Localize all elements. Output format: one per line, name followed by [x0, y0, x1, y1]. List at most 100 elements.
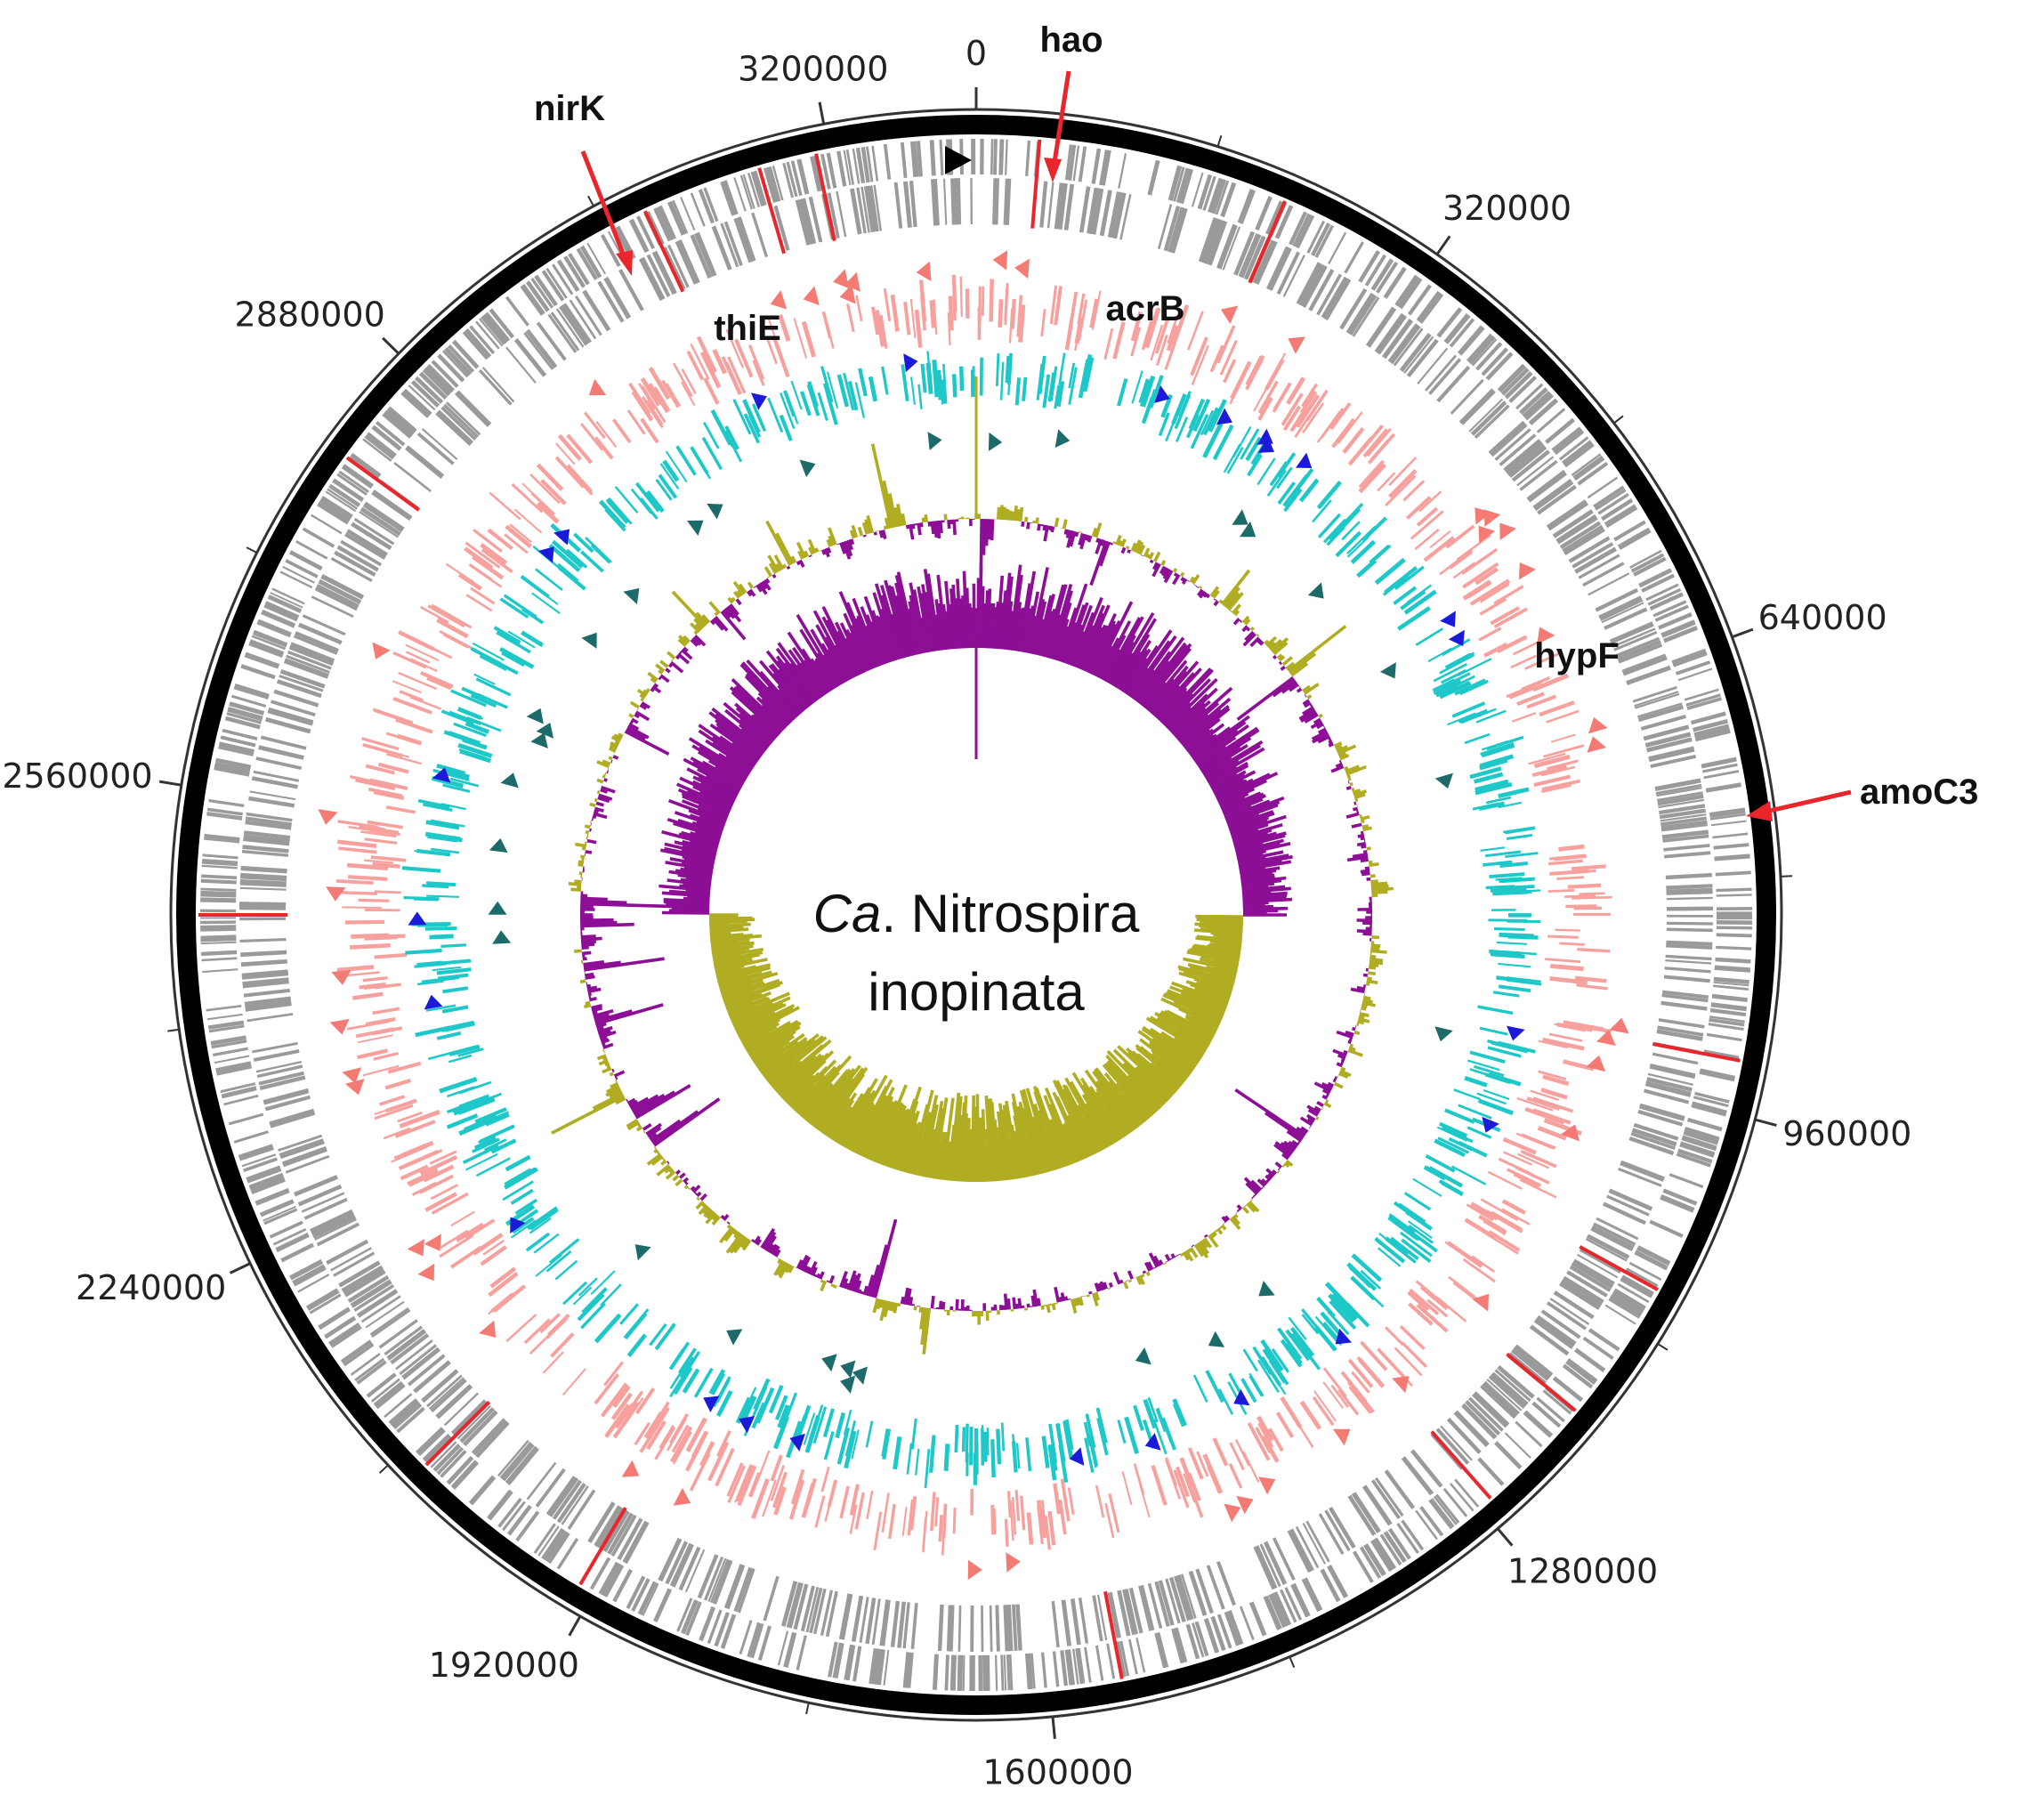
- gc-skew-bar: [776, 659, 813, 706]
- gc-skew-bar: [659, 884, 711, 893]
- reverse-feature-mark: [1499, 877, 1535, 883]
- reverse-feature-mark: [732, 399, 752, 435]
- gc-skew-bar: [669, 857, 715, 869]
- gc-skew-bar: [1135, 1065, 1171, 1101]
- forward-feature-mark: [595, 421, 618, 448]
- forward-feature-mark: [1512, 640, 1540, 656]
- forward-feature-mark: [690, 343, 710, 380]
- reverse-feature-mark: [1408, 1224, 1434, 1244]
- reverse-feature-mark: [822, 1408, 835, 1437]
- cds-mark: [369, 1306, 409, 1336]
- reverse-feature-mark: [1327, 520, 1351, 545]
- forward-feature-mark: [1526, 694, 1557, 709]
- cds-mark: [400, 391, 431, 418]
- gc-content-bar: [1345, 785, 1352, 791]
- forward-feature-mark: [1547, 934, 1579, 939]
- gc-skew-bar: [909, 582, 926, 654]
- forward-marker: [1258, 1476, 1276, 1495]
- cds-mark: [437, 409, 474, 444]
- cds-mark: [1353, 1492, 1381, 1533]
- gc-content-bar: [595, 801, 604, 807]
- reverse-feature-mark: [1492, 890, 1529, 896]
- gc-skew-bar: [1063, 602, 1089, 665]
- cds-mark: [1445, 315, 1471, 344]
- gc-skew-bar: [715, 965, 757, 978]
- cds-mark: [1347, 1494, 1377, 1536]
- gene-label-nirK: nirK: [534, 89, 605, 128]
- gc-skew-bar: [709, 723, 761, 761]
- reverse-feature-mark: [446, 1113, 479, 1129]
- gc-content-bar: [578, 862, 584, 867]
- gc-skew-bar: [879, 608, 900, 660]
- reverse-feature-mark: [604, 508, 626, 532]
- gc-skew-bar: [683, 882, 711, 889]
- forward-feature-mark: [424, 1192, 457, 1212]
- gc-skew-bar: [1183, 717, 1221, 749]
- gc-content-bar: [782, 563, 788, 569]
- forward-feature-mark: [870, 306, 879, 336]
- gc-content-bar: [568, 882, 582, 886]
- reverse-feature-mark: [1084, 1439, 1094, 1471]
- gc-skew-bar: [725, 992, 764, 1010]
- reverse-feature-mark: [659, 463, 680, 490]
- gc-skew-bar: [1160, 997, 1220, 1027]
- reverse-feature-mark: [1394, 565, 1425, 590]
- forward-feature-mark: [465, 541, 501, 569]
- cds-mark: [1370, 258, 1394, 291]
- gc-skew-bar: [1062, 604, 1087, 664]
- gc-content-bar: [1160, 559, 1167, 566]
- gc-content-bar: [861, 522, 869, 535]
- gc-content-bar: [603, 772, 607, 776]
- cds-mark: [241, 972, 288, 980]
- gc-skew-bar: [1071, 1072, 1118, 1144]
- gc-skew-bar: [1238, 853, 1289, 867]
- gc-content-bar: [705, 1211, 717, 1225]
- gc-content-bar: [905, 524, 910, 530]
- cds-mark: [263, 1089, 310, 1105]
- reverse-feature-mark: [442, 986, 469, 994]
- forward-feature-mark: [684, 1445, 701, 1472]
- cds-mark: [1545, 417, 1575, 444]
- cds-mark: [942, 178, 948, 225]
- gc-content-bar: [738, 583, 747, 595]
- gc-skew-bar: [873, 1084, 908, 1163]
- forward-feature-mark: [1360, 424, 1384, 452]
- cds-mark: [1000, 139, 1005, 175]
- reverse-feature-mark: [1498, 962, 1531, 968]
- cds-mark: [556, 1482, 586, 1524]
- cds-mark: [1428, 358, 1462, 395]
- scale-minor-tick: [805, 1702, 810, 1715]
- reverse-marker-teal: [1258, 1281, 1275, 1297]
- gc-content-bar: [1054, 1286, 1061, 1303]
- gc-content-bar: [798, 559, 805, 568]
- gc-skew-bar: [697, 775, 739, 798]
- cds-mark: [1611, 1293, 1644, 1315]
- cds-mark: [1239, 1606, 1255, 1640]
- gc-skew-bar: [762, 1033, 820, 1078]
- cds-mark: [1572, 1261, 1614, 1288]
- cds-mark: [594, 1505, 622, 1548]
- gc-skew-bar: [680, 878, 712, 886]
- cds-mark: [282, 565, 315, 584]
- cds-mark: [541, 270, 565, 302]
- cds-mark: [1666, 906, 1714, 911]
- reverse-feature-mark: [1171, 393, 1187, 425]
- cds-mark: [1690, 711, 1726, 725]
- reverse-feature-mark: [665, 450, 688, 483]
- gc-skew-bar: [1072, 596, 1103, 667]
- reverse-feature-mark: [675, 445, 697, 476]
- cds-mark: [636, 215, 656, 250]
- gc-content-bar: [913, 1306, 917, 1311]
- cds-mark: [871, 145, 879, 182]
- cds-mark: [1216, 224, 1238, 270]
- gc-skew-bar: [688, 737, 750, 777]
- forward-feature-mark: [1533, 774, 1572, 788]
- reverse-feature-mark: [472, 642, 505, 661]
- cds-mark: [720, 181, 736, 216]
- gc-skew-bar: [1103, 617, 1142, 682]
- cds-mark: [1701, 763, 1738, 773]
- gc-skew-bar: [1176, 1029, 1208, 1050]
- cds-mark: [861, 147, 870, 183]
- cds-mark: [253, 1048, 300, 1063]
- gc-skew-bar: [1098, 1112, 1119, 1143]
